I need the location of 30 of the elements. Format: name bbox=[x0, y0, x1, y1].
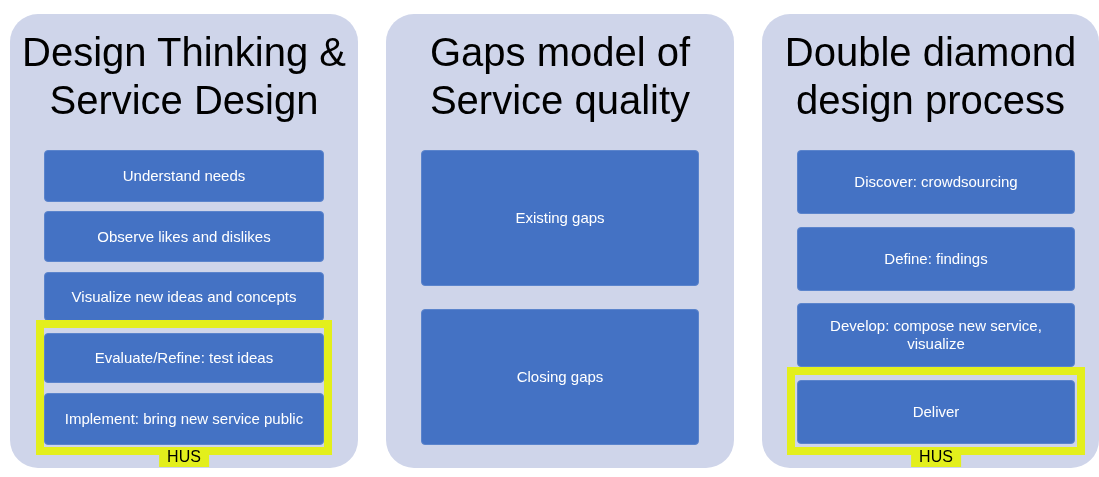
step-box bbox=[797, 227, 1075, 291]
step-box bbox=[44, 272, 324, 321]
panel-card bbox=[762, 14, 1099, 468]
step-label: Define: findings bbox=[884, 250, 988, 268]
step-box bbox=[44, 211, 324, 262]
step-box bbox=[797, 380, 1075, 444]
step-box bbox=[797, 150, 1075, 214]
step-label: Visualize new ideas and concepts bbox=[71, 287, 297, 306]
step-box bbox=[44, 393, 324, 445]
highlight-tag: HUS bbox=[911, 447, 961, 467]
step-box bbox=[421, 150, 699, 286]
step-label: Evaluate/Refine: test ideas bbox=[94, 349, 274, 367]
panel-card bbox=[386, 14, 734, 468]
panel-card bbox=[10, 14, 358, 468]
step-box bbox=[44, 150, 324, 202]
step-label: Deliver bbox=[912, 403, 960, 421]
step-box bbox=[797, 303, 1075, 367]
step-label: Observe likes and dislikes bbox=[97, 227, 271, 246]
panel-title: Gaps model of Service quality bbox=[428, 29, 692, 124]
step-label: Discover: crowdsourcing bbox=[854, 173, 1018, 191]
step-label: Develop: compose new service, visualize bbox=[829, 317, 1043, 353]
panel-title: Double diamond design process bbox=[783, 29, 1078, 124]
step-label: Closing gaps bbox=[516, 368, 604, 386]
step-label: Understand needs bbox=[122, 167, 246, 185]
step-box bbox=[421, 309, 699, 445]
highlight-tag: HUS bbox=[159, 447, 209, 467]
step-box bbox=[44, 333, 324, 383]
step-label: Implement: bring new service public bbox=[64, 410, 304, 428]
step-label: Existing gaps bbox=[515, 209, 605, 227]
panel-title: Design Thinking & Service Design bbox=[21, 29, 347, 124]
